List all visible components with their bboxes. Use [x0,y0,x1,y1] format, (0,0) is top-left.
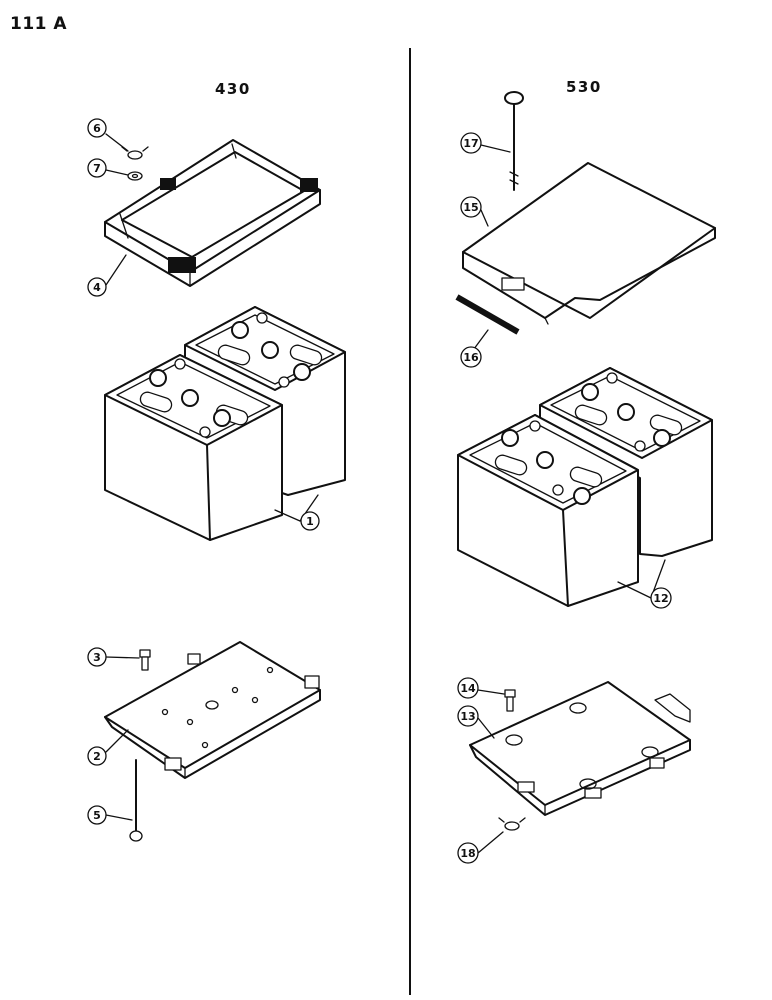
callout-16: 16 [460,346,482,368]
page-number: 111 A [10,14,68,34]
callout-1: 1 [300,511,320,531]
callout-14: 14 [457,677,479,699]
svg-text:13: 13 [460,710,475,723]
svg-text:15: 15 [463,201,478,214]
battery-hold-down-frame [104,139,321,287]
long-bolt-5 [129,759,143,842]
svg-text:4: 4 [93,281,101,294]
callout-18: 18 [457,842,479,864]
svg-text:18: 18 [460,847,475,860]
battery-tray-430 [104,641,321,779]
battery-tray-530 [469,681,691,816]
svg-text:6: 6 [93,122,101,135]
j-bolt-17 [504,91,524,191]
svg-text:12: 12 [653,592,668,605]
model-label-430: 430 [215,80,251,98]
wing-nut-18 [498,817,526,831]
callout-12: 12 [650,587,672,609]
bolt-14 [504,689,516,712]
callout-3: 3 [87,647,107,667]
svg-text:17: 17 [463,137,478,150]
svg-text:7: 7 [93,162,101,175]
svg-text:14: 14 [460,682,476,695]
callout-15: 15 [460,196,482,218]
svg-text:2: 2 [93,750,101,763]
callout-4: 4 [87,277,107,297]
callout-13: 13 [457,705,479,727]
svg-text:3: 3 [93,651,101,664]
svg-text:16: 16 [463,351,479,364]
bolt-3 [139,649,151,671]
battery-cover [462,162,716,325]
battery-front-530 [457,414,639,607]
callout-5: 5 [87,805,107,825]
callout-7: 7 [87,158,107,178]
lock-washer-7 [127,171,143,181]
svg-text:1: 1 [306,515,314,528]
callout-2: 2 [87,746,107,766]
callout-17: 17 [460,132,482,154]
insulator-strip [455,294,520,335]
callout-6: 6 [87,118,107,138]
model-label-530: 530 [566,78,602,96]
battery-front-430 [104,354,283,541]
svg-text:5: 5 [93,809,101,822]
